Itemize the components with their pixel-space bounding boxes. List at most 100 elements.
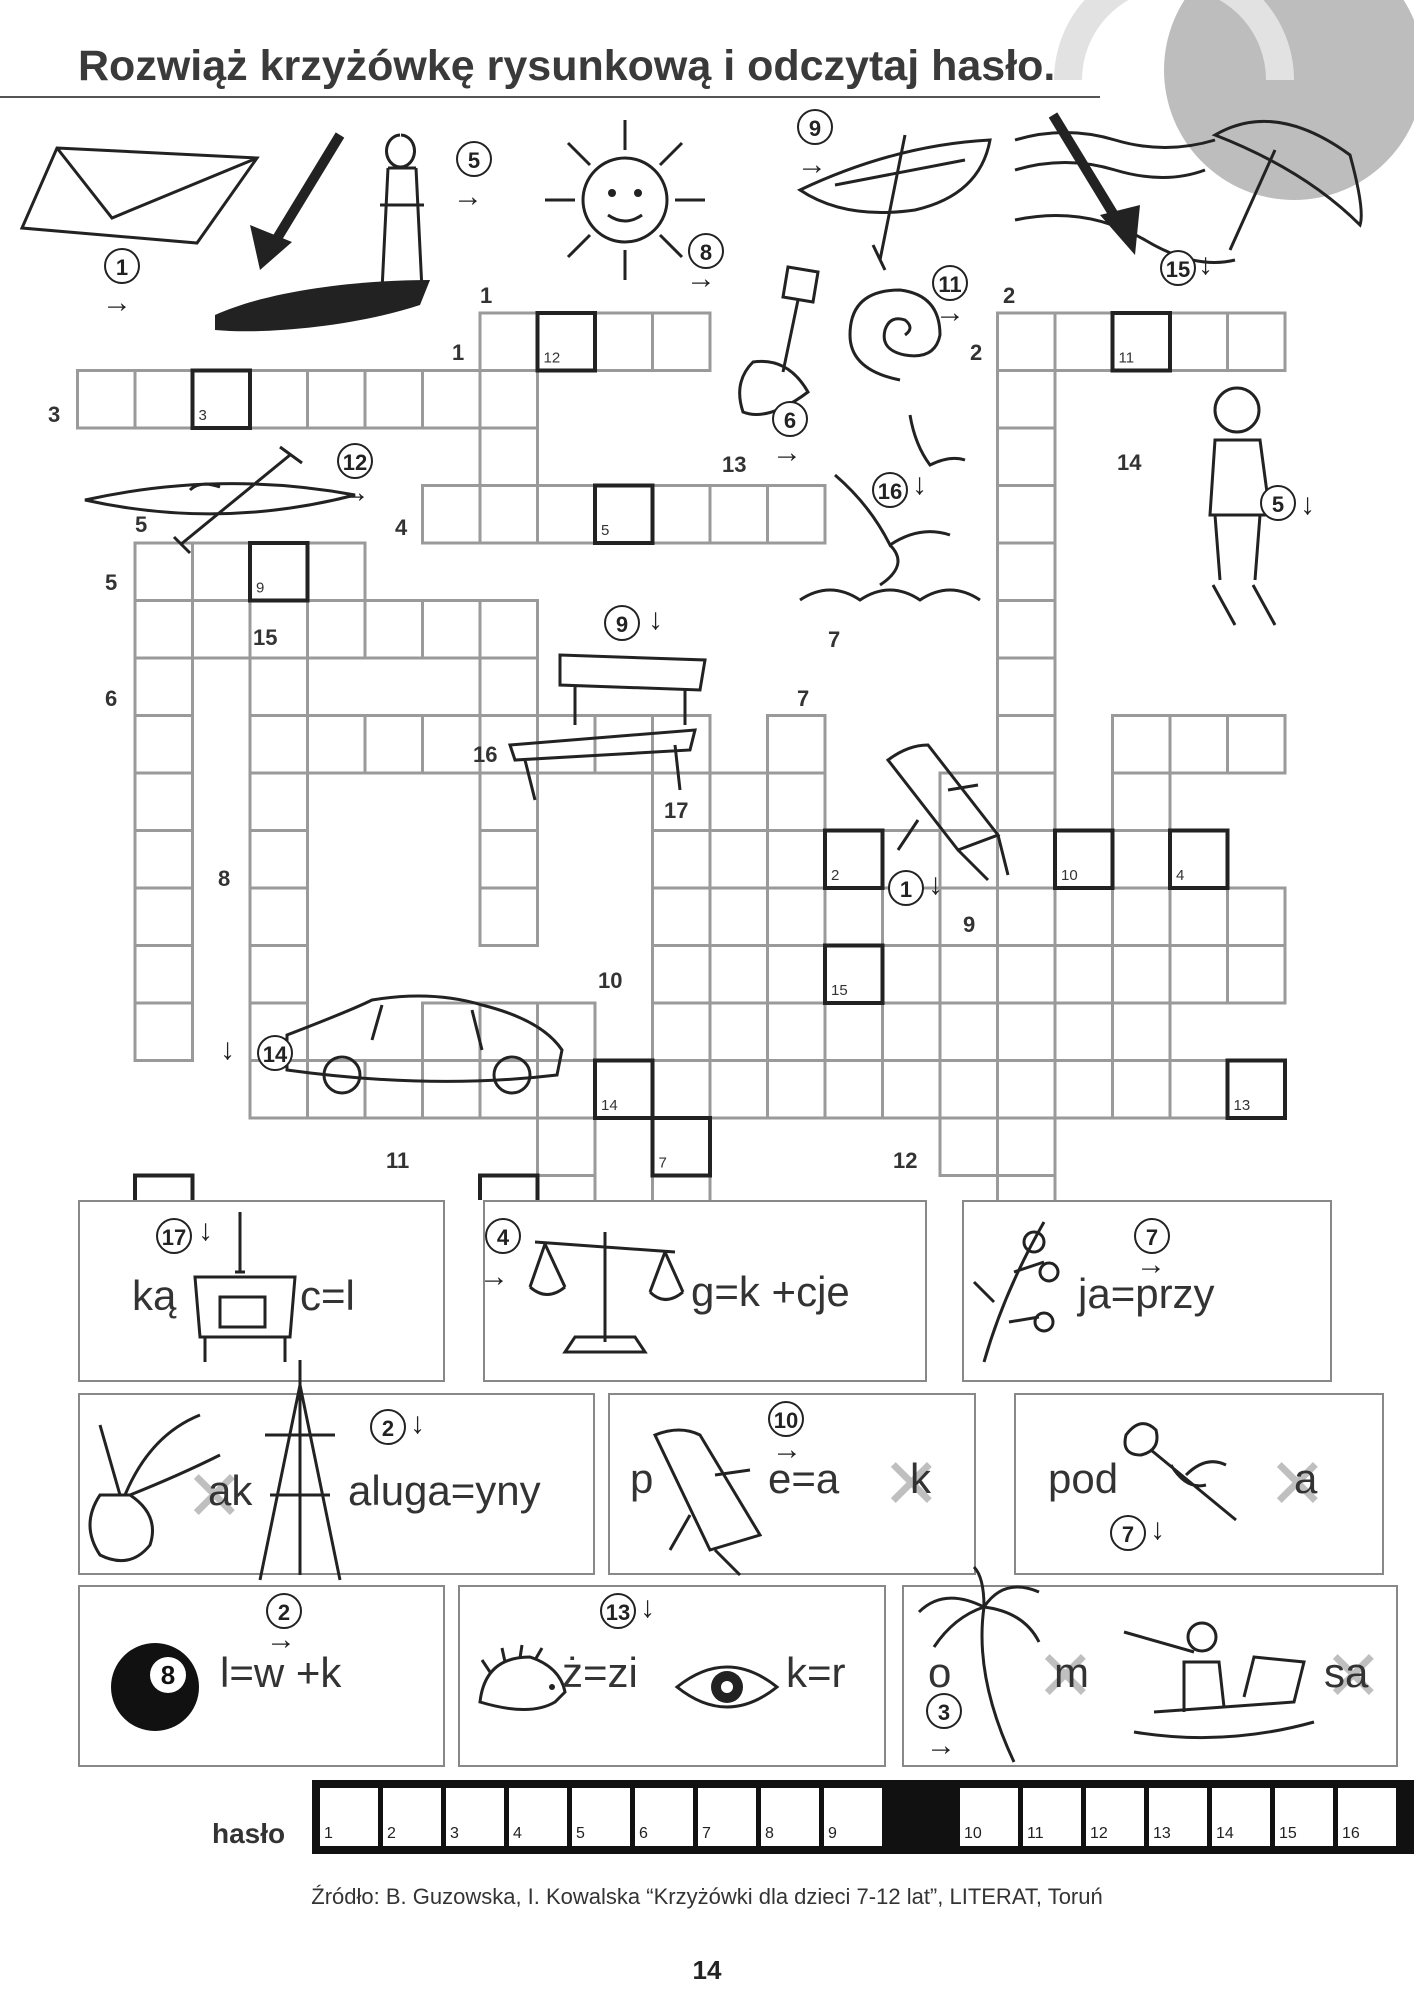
crossword-cell[interactable] [1168, 311, 1229, 372]
haslo-cell[interactable]: 8 [761, 1788, 819, 1846]
crossword-cell[interactable] [651, 1174, 712, 1201]
crossword-cell[interactable] [421, 714, 482, 775]
crossword-cell[interactable] [1168, 714, 1229, 775]
crossword-cell[interactable] [881, 1059, 942, 1120]
crossword-cell[interactable] [248, 599, 309, 660]
crossword-key-cell[interactable] [190, 368, 252, 430]
crossword-cell[interactable] [421, 1059, 482, 1120]
crossword-cell[interactable] [133, 656, 194, 717]
haslo-cell[interactable]: 14 [1212, 1788, 1270, 1846]
crossword-cell[interactable] [938, 1059, 999, 1120]
haslo-cell[interactable]: 2 [383, 1788, 441, 1846]
haslo-cell[interactable]: 12 [1086, 1788, 1144, 1846]
crossword-cell[interactable] [996, 541, 1057, 602]
crossword-cell[interactable] [1111, 886, 1172, 947]
crossword-cell[interactable] [823, 886, 884, 947]
crossword-cell[interactable] [996, 484, 1057, 545]
crossword-cell[interactable] [478, 599, 539, 660]
crossword-cell[interactable] [766, 484, 827, 545]
crossword-cell[interactable] [1053, 1059, 1114, 1120]
crossword-key-cell[interactable] [535, 311, 597, 373]
crossword-cell[interactable] [996, 1116, 1057, 1177]
crossword-cell[interactable] [996, 886, 1057, 947]
crossword-cell[interactable] [1111, 1001, 1172, 1062]
crossword-cell[interactable] [133, 829, 194, 890]
crossword-cell[interactable] [133, 1001, 194, 1062]
crossword-key-cell[interactable] [823, 828, 885, 890]
crossword-cell[interactable] [421, 484, 482, 545]
crossword-cell[interactable] [593, 311, 654, 372]
crossword-cell[interactable] [1111, 714, 1172, 775]
crossword-cell[interactable] [651, 484, 712, 545]
crossword-cell[interactable] [766, 829, 827, 890]
crossword-key-cell[interactable] [593, 1058, 655, 1120]
crossword-cell[interactable] [1226, 886, 1287, 947]
crossword-cell[interactable] [421, 369, 482, 430]
crossword-cell[interactable] [478, 656, 539, 717]
crossword-cell[interactable] [248, 886, 309, 947]
crossword-cell[interactable] [248, 771, 309, 832]
haslo-cell[interactable]: 9 [824, 1788, 882, 1846]
crossword-cell[interactable] [996, 1174, 1057, 1201]
crossword-cell[interactable] [306, 599, 367, 660]
crossword-cell[interactable] [766, 1059, 827, 1120]
crossword-key-cell[interactable] [1225, 1058, 1287, 1120]
crossword-cell[interactable] [363, 369, 424, 430]
crossword-cell[interactable] [1226, 944, 1287, 1005]
crossword-cell[interactable] [996, 771, 1057, 832]
crossword-cell[interactable] [708, 1059, 769, 1120]
crossword-cell[interactable] [363, 714, 424, 775]
crossword-cell[interactable] [76, 369, 137, 430]
crossword-cell[interactable] [938, 1116, 999, 1177]
crossword-cell[interactable] [1111, 944, 1172, 1005]
crossword-cell[interactable] [191, 541, 252, 602]
crossword-cell[interactable] [1053, 311, 1114, 372]
crossword-cell[interactable] [306, 714, 367, 775]
crossword-cell[interactable] [306, 1059, 367, 1120]
crossword-key-cell[interactable] [593, 483, 655, 545]
crossword-cell[interactable] [708, 944, 769, 1005]
crossword-cell[interactable] [766, 714, 827, 775]
crossword-cell[interactable] [651, 1001, 712, 1062]
crossword-key-cell[interactable] [823, 943, 885, 1005]
haslo-cell[interactable]: 13 [1149, 1788, 1207, 1846]
haslo-cell[interactable]: 5 [572, 1788, 630, 1846]
crossword-key-cell[interactable] [650, 1116, 712, 1178]
crossword-cell[interactable] [133, 369, 194, 430]
crossword-key-cell[interactable] [1110, 311, 1172, 373]
crossword-cell[interactable] [1168, 886, 1229, 947]
crossword-cell[interactable] [1168, 944, 1229, 1005]
crossword-cell[interactable] [651, 944, 712, 1005]
crossword-cell[interactable] [133, 944, 194, 1005]
haslo-cell[interactable]: 10 [960, 1788, 1018, 1846]
crossword-cell[interactable] [996, 311, 1057, 372]
crossword-cell[interactable] [1111, 829, 1172, 890]
crossword-cell[interactable] [651, 886, 712, 947]
crossword-cell[interactable] [248, 829, 309, 890]
crossword-cell[interactable] [363, 599, 424, 660]
haslo-cell[interactable]: 4 [509, 1788, 567, 1846]
crossword-key-cell[interactable] [1053, 828, 1115, 890]
crossword-key-cell[interactable] [478, 1173, 540, 1201]
haslo-cell[interactable]: 15 [1275, 1788, 1333, 1846]
crossword-cell[interactable] [938, 886, 999, 947]
crossword-cell[interactable] [651, 311, 712, 372]
haslo-cell[interactable]: 1 [320, 1788, 378, 1846]
crossword-cell[interactable] [421, 599, 482, 660]
crossword-cell[interactable] [1168, 1059, 1229, 1120]
haslo-cell[interactable]: 16 [1338, 1788, 1396, 1846]
crossword-cell[interactable] [996, 369, 1057, 430]
crossword-cell[interactable] [938, 1001, 999, 1062]
crossword-key-cell[interactable] [248, 541, 310, 603]
crossword-cell[interactable] [823, 1001, 884, 1062]
crossword-cell[interactable] [536, 1116, 597, 1177]
crossword-cell[interactable] [651, 829, 712, 890]
crossword-cell[interactable] [306, 369, 367, 430]
crossword-cell[interactable] [478, 369, 539, 430]
crossword-cell[interactable] [133, 771, 194, 832]
crossword-cell[interactable] [133, 886, 194, 947]
crossword-cell[interactable] [708, 829, 769, 890]
crossword-cell[interactable] [1226, 311, 1287, 372]
crossword-cell[interactable] [133, 714, 194, 775]
crossword-cell[interactable] [478, 484, 539, 545]
